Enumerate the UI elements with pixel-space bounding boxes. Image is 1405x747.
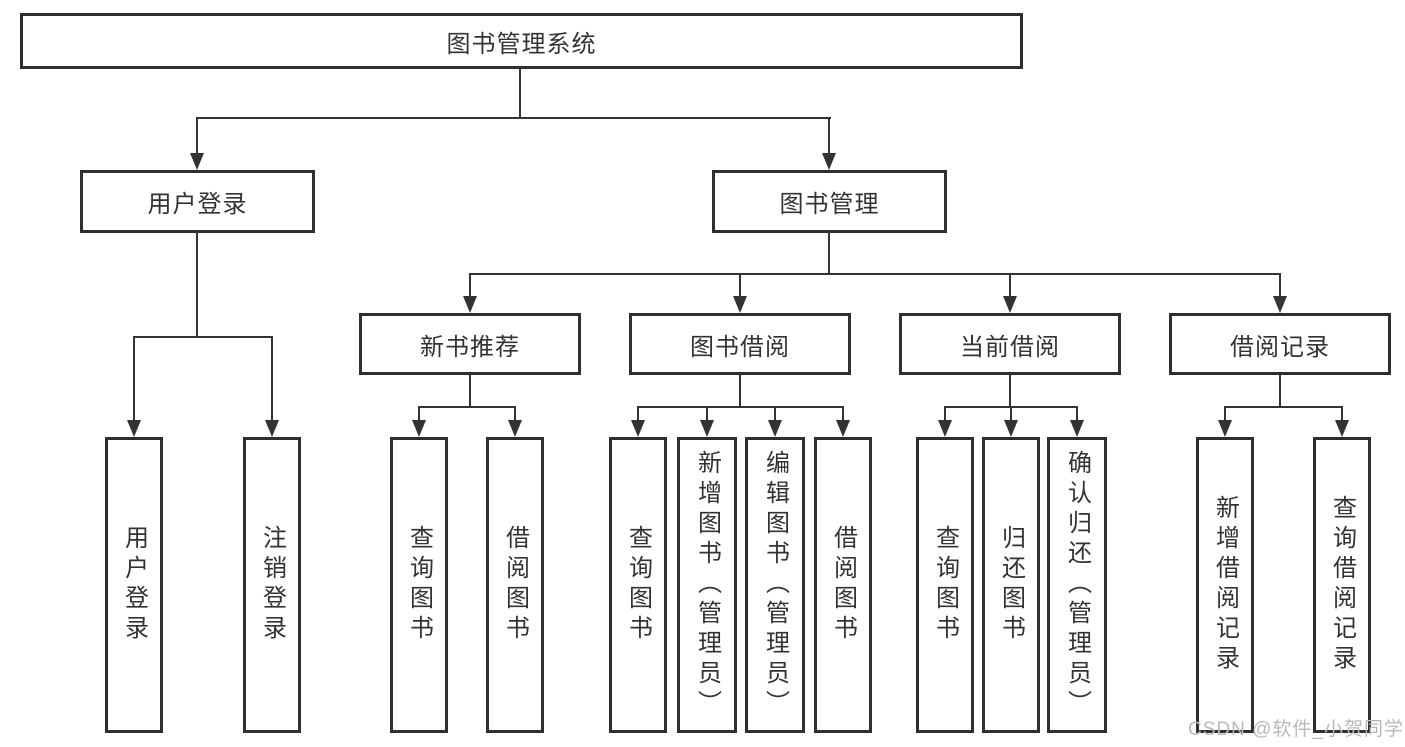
node-book-borrow: 图书借阅 — [629, 313, 851, 375]
arrowhead-br-query — [1335, 420, 1349, 437]
leaf-logout-label: 注销登录 — [258, 525, 286, 645]
leaf-br-query-record-label: 查询借阅记录 — [1328, 495, 1356, 675]
node-root: 图书管理系统 — [20, 13, 1023, 69]
node-borrow-records-label: 借阅记录 — [1230, 333, 1330, 361]
arrowhead-bb-add — [700, 420, 714, 437]
leaf-nb-borrow-books-label: 借阅图书 — [501, 525, 529, 645]
connector-newbooks-hline — [418, 406, 516, 408]
connector-stem-bb-borrow — [842, 406, 844, 424]
connector-records-hline — [1224, 406, 1343, 408]
connector-bookborrow-hline — [637, 406, 844, 408]
connector-stem-leaf-login — [133, 336, 135, 424]
leaf-user-login: 用户登录 — [105, 437, 163, 733]
connector-root-stem — [519, 69, 521, 118]
connector-level3-hline — [469, 273, 1281, 275]
leaf-br-add-record-label: 新增借阅记录 — [1211, 495, 1239, 675]
arrowhead-borrow — [733, 296, 747, 313]
connector-stem-bb-edit — [774, 406, 776, 424]
node-current-borrow-label: 当前借阅 — [960, 333, 1060, 361]
connector-stem-leaf-logout — [271, 336, 273, 424]
connector-bookborrow-stem — [739, 375, 741, 408]
leaf-logout: 注销登录 — [243, 437, 301, 733]
connector-stem-book-mgmt — [828, 118, 830, 156]
connector-stem-nb-borrow — [514, 406, 516, 424]
csdn-watermark: CSDN @软件_小贺同学 — [1188, 719, 1404, 740]
connector-stem-bb-query — [637, 406, 639, 424]
arrowhead-bb-edit — [768, 420, 782, 437]
connector-currentborrow-stem — [1009, 375, 1011, 408]
leaf-nb-query-books: 查询图书 — [390, 437, 448, 733]
arrowhead-nb-borrow — [508, 420, 522, 437]
leaf-bb-add-books-admin: 新增图书（管理员） — [677, 437, 737, 733]
connector-userlogin-hline — [133, 336, 273, 338]
leaf-bb-borrow-books-label: 借阅图书 — [829, 525, 857, 645]
leaf-bb-add-books-admin-label: 新增图书（管理员） — [693, 450, 721, 720]
connector-stem-cb-confirm — [1076, 406, 1078, 424]
connector-stem-cb-return — [1010, 406, 1012, 424]
leaf-br-query-record: 查询借阅记录 — [1313, 437, 1371, 733]
arrowhead-current — [1003, 296, 1017, 313]
arrowhead-book-mgmt — [822, 153, 836, 170]
connector-stem-user-login — [196, 118, 198, 156]
leaf-nb-query-books-label: 查询图书 — [405, 525, 433, 645]
arrowhead-leaf-logout — [265, 420, 279, 437]
node-user-login-branch: 用户登录 — [80, 170, 315, 233]
connector-newbooks-stem — [469, 375, 471, 408]
leaf-bb-query-books-label: 查询图书 — [624, 525, 652, 645]
node-book-borrow-label: 图书借阅 — [690, 333, 790, 361]
node-new-book-rec-label: 新书推荐 — [420, 333, 520, 361]
arrowhead-cb-query — [938, 420, 952, 437]
leaf-cb-confirm-return-admin: 确认归还（管理员） — [1047, 437, 1107, 733]
arrowhead-br-add — [1218, 420, 1232, 437]
leaf-bb-query-books: 查询图书 — [609, 437, 667, 733]
leaf-nb-borrow-books: 借阅图书 — [486, 437, 544, 733]
leaf-cb-return-books: 归还图书 — [982, 437, 1040, 733]
arrowhead-new-books — [463, 296, 477, 313]
connector-stem-br-add — [1224, 406, 1226, 424]
leaf-bb-borrow-books: 借阅图书 — [814, 437, 872, 733]
connector-userlogin-stem — [196, 233, 198, 338]
arrowhead-user-login — [190, 153, 204, 170]
node-book-mgmt-branch-label: 图书管理 — [779, 191, 880, 218]
leaf-bb-edit-books-admin-label: 编辑图书（管理员） — [761, 450, 789, 720]
connector-records-stem — [1279, 375, 1281, 408]
connector-stem-records — [1279, 273, 1281, 300]
node-current-borrow: 当前借阅 — [899, 313, 1121, 375]
node-book-mgmt-branch: 图书管理 — [712, 170, 947, 233]
arrowhead-cb-return — [1004, 420, 1018, 437]
leaf-bb-edit-books-admin: 编辑图书（管理员） — [745, 437, 805, 733]
arrowhead-bb-borrow — [836, 420, 850, 437]
connector-bookmgmt-stem — [828, 232, 830, 275]
leaf-cb-return-books-label: 归还图书 — [997, 525, 1025, 645]
arrowhead-leaf-login — [127, 420, 141, 437]
arrowhead-cb-confirm — [1070, 420, 1084, 437]
arrowhead-records — [1273, 296, 1287, 313]
leaf-cb-query-books: 查询图书 — [916, 437, 974, 733]
connector-stem-br-query — [1341, 406, 1343, 424]
arrowhead-bb-query — [631, 420, 645, 437]
node-root-label: 图书管理系统 — [446, 30, 597, 58]
connector-stem-nb-query — [418, 406, 420, 424]
node-new-book-rec: 新书推荐 — [359, 313, 581, 375]
leaf-cb-confirm-return-admin-label: 确认归还（管理员） — [1063, 450, 1091, 720]
arrowhead-nb-query — [412, 420, 426, 437]
connector-stem-cb-query — [944, 406, 946, 424]
leaf-cb-query-books-label: 查询图书 — [931, 525, 959, 645]
connector-stem-borrow — [739, 273, 741, 300]
connector-stem-new-books — [469, 273, 471, 300]
node-user-login-branch-label: 用户登录 — [147, 191, 248, 218]
node-borrow-records: 借阅记录 — [1169, 313, 1391, 375]
connector-stem-bb-add — [706, 406, 708, 424]
leaf-user-login-label: 用户登录 — [120, 525, 148, 645]
leaf-br-add-record: 新增借阅记录 — [1196, 437, 1254, 733]
connector-stem-current — [1009, 273, 1011, 300]
connector-level2-hline — [196, 117, 831, 119]
